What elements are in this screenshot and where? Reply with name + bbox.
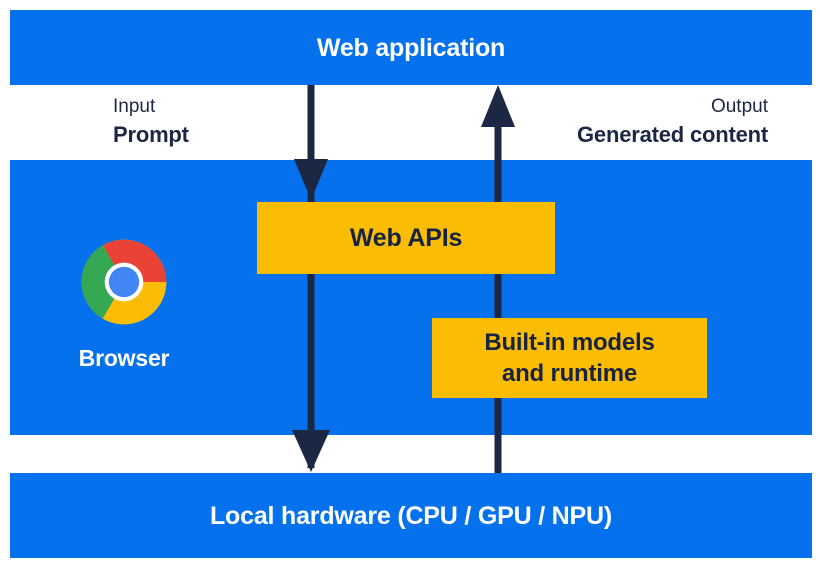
layer-web-application: Web application <box>10 10 812 85</box>
local-hardware-label: Local hardware (CPU / GPU / NPU) <box>209 502 612 530</box>
web-apis-label: Web APIs <box>349 223 463 252</box>
input-label: Prompt <box>113 122 189 147</box>
output-flow-note: Output Generated content <box>577 94 768 149</box>
input-flow-note: Input Prompt <box>113 94 189 149</box>
output-flow-arrow <box>481 85 515 473</box>
output-label: Generated content <box>577 122 768 147</box>
chrome-logo-icon <box>81 239 167 325</box>
output-kicker: Output <box>710 96 768 117</box>
web-apis-box: Web APIs <box>257 202 555 274</box>
builtin-models-box: Built-in models and runtime <box>432 318 707 398</box>
web-application-label: Web application <box>316 34 506 62</box>
browser-label: Browser <box>78 345 170 371</box>
input-kicker: Input <box>113 96 156 117</box>
input-flow-arrow <box>292 85 330 472</box>
layer-local-hardware: Local hardware (CPU / GPU / NPU) <box>10 473 812 558</box>
builtin-models-label: Built-in models and runtime <box>484 329 655 387</box>
